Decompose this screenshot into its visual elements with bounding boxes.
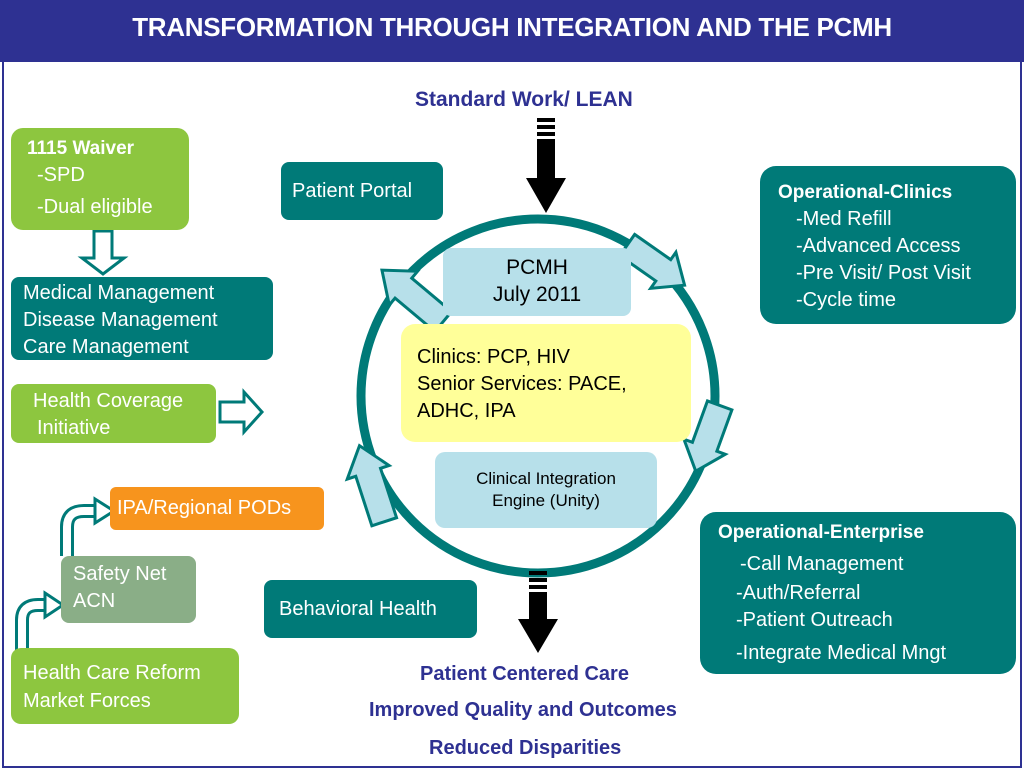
clinics-line: Clinics: PCP, HIV	[417, 346, 571, 368]
operational-enterprise-item: -Auth/Referral	[736, 582, 861, 604]
outcome-improved-quality: Improved Quality and Outcomes	[369, 699, 677, 721]
health-coverage-line: Health Coverage	[33, 390, 184, 412]
operational-clinics-item: -Med Refill	[796, 208, 892, 230]
slide-title: TRANSFORMATION THROUGH INTEGRATION AND T…	[132, 12, 892, 42]
reform-line: Health Care Reform	[23, 662, 201, 684]
safety-net-box: Safety Net ACN	[61, 556, 196, 623]
title-bar	[0, 0, 1024, 62]
engine-line: Engine (Unity)	[492, 491, 600, 510]
ipa-pods-box: IPA/Regional PODs	[110, 487, 324, 530]
cycle-arrow-bottom-left-icon	[344, 443, 399, 528]
pcmh-box: PCMH July 2011	[443, 248, 631, 316]
safety-net-line: Safety Net	[73, 563, 167, 585]
management-item: Disease Management	[23, 309, 218, 331]
behavioral-health-label: Behavioral Health	[279, 598, 437, 620]
bent-arrow-to-ipa-icon	[60, 496, 117, 556]
clinics-line: ADHC, IPA	[417, 400, 516, 422]
operational-enterprise-item: -Integrate Medical Mngt	[736, 642, 947, 664]
bent-arrow-to-safety-net-icon	[15, 590, 66, 650]
waiver-item: -Dual eligible	[37, 196, 153, 218]
health-coverage-line: Initiative	[37, 417, 111, 439]
outcome-reduced-disparities: Reduced Disparities	[429, 737, 622, 759]
integration-engine-box: Clinical Integration Engine (Unity)	[435, 452, 657, 528]
management-item: Care Management	[23, 336, 189, 358]
behavioral-health-box: Behavioral Health	[264, 580, 477, 638]
waiver-box: 1115 Waiver -SPD -Dual eligible	[11, 128, 189, 230]
operational-enterprise-item: -Call Management	[740, 553, 904, 575]
pcmh-title: PCMH	[506, 256, 568, 279]
waiver-heading: 1115 Waiver	[27, 138, 135, 159]
patient-portal-box: Patient Portal	[281, 162, 443, 220]
top-down-arrow-icon	[526, 118, 566, 213]
cycle-arrow-bottom-right-icon	[681, 399, 734, 474]
operational-enterprise-box: Operational-Enterprise -Call Management …	[700, 512, 1016, 674]
slide-frame	[2, 62, 1022, 768]
management-item: Medical Management	[23, 282, 215, 304]
outcome-patient-centered: Patient Centered Care	[420, 663, 629, 685]
management-box: Medical Management Disease Management Ca…	[11, 277, 273, 360]
bottom-down-arrow-icon	[518, 571, 558, 653]
pcmh-date: July 2011	[492, 283, 582, 306]
ipa-pods-label: IPA/Regional PODs	[117, 497, 292, 519]
health-coverage-box: Health Coverage Initiative	[11, 384, 216, 443]
operational-enterprise-heading: Operational-Enterprise	[718, 522, 924, 543]
operational-clinics-item: -Cycle time	[796, 289, 897, 311]
safety-net-line: ACN	[73, 590, 116, 612]
reform-box: Health Care Reform Market Forces	[11, 648, 239, 724]
operational-clinics-item: -Advanced Access	[796, 235, 961, 257]
operational-clinics-item: -Pre Visit/ Post Visit	[796, 262, 971, 284]
reform-line: Market Forces	[23, 690, 151, 712]
clinics-box: Clinics: PCP, HIV Senior Services: PACE,…	[401, 324, 691, 442]
waiver-down-arrow-icon	[77, 229, 129, 276]
operational-clinics-box: Operational-Clinics -Med Refill -Advance…	[760, 166, 1016, 324]
standard-work-label: Standard Work/ LEAN	[415, 88, 633, 111]
clinics-line: Senior Services: PACE,	[417, 373, 627, 395]
waiver-item: -SPD	[37, 164, 85, 186]
coverage-right-arrow-icon	[218, 388, 265, 436]
operational-clinics-heading: Operational-Clinics	[778, 182, 953, 203]
operational-enterprise-item: -Patient Outreach	[736, 609, 893, 631]
patient-portal-label: Patient Portal	[292, 180, 413, 202]
engine-line: Clinical Integration	[476, 469, 616, 488]
